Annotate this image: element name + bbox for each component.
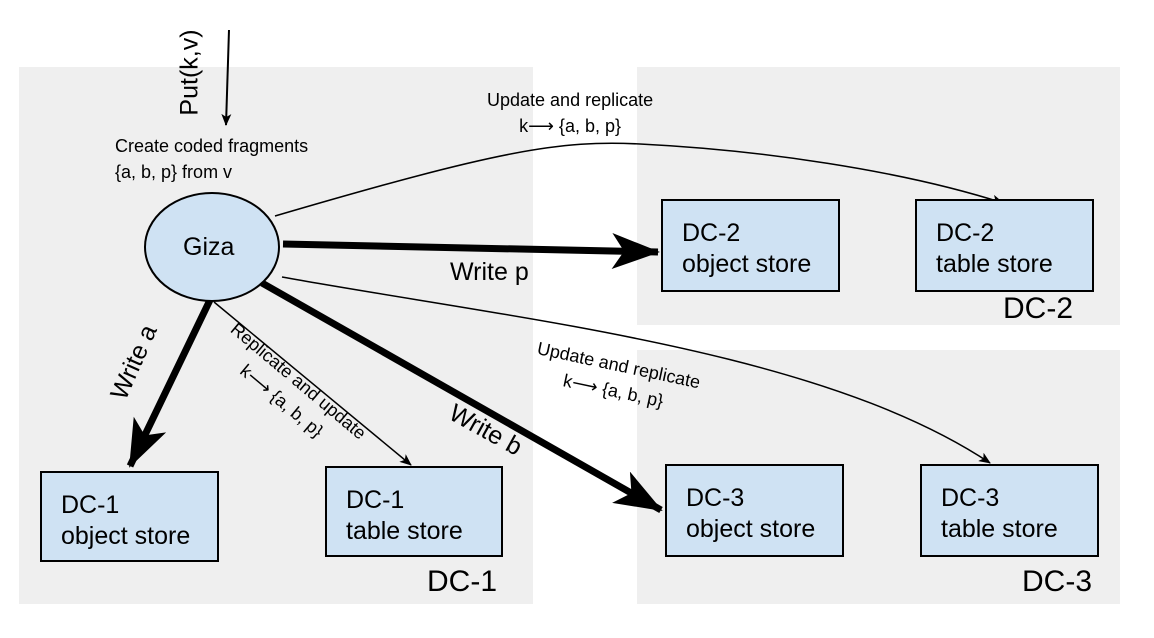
dc3-region-label: DC-3 [1022, 565, 1093, 598]
giza-node [144, 192, 280, 302]
update-replicate-dc3-arrow [281, 276, 991, 464]
dc3-object-store: DC-3 object store [665, 464, 844, 557]
create-fragments-line2: {a, b, p} from v [115, 162, 233, 182]
dc1-table-store-line2: table store [346, 517, 463, 545]
giza-label: Giza [183, 233, 235, 261]
dc1-object-store-line1: DC-1 [61, 491, 120, 519]
dc1-region-label: DC-1 [427, 565, 498, 598]
create-fragments-line1: Create coded fragments [115, 136, 309, 156]
update-replicate-dc2-line2: k⟶ {a, b, p} [519, 116, 621, 136]
write-p-label: Write p [450, 258, 529, 286]
dc3-object-store-line1: DC-3 [686, 484, 745, 512]
dc2-table-store-line1: DC-2 [936, 219, 995, 247]
put-arrow [221, 29, 232, 126]
dc2-region-label: DC-2 [1003, 292, 1074, 325]
update-replicate-dc2-line1: Update and replicate [487, 90, 654, 110]
dc2-object-store-line2: object store [682, 250, 812, 278]
write-b-arrow [260, 279, 663, 514]
dc1-table-store: DC-1 table store [325, 466, 503, 557]
dc1-object-store: DC-1 object store [40, 471, 219, 562]
dc2-table-store: DC-2 table store [915, 199, 1094, 292]
dc1-object-store-line2: object store [61, 522, 191, 550]
dc1-table-store-line1: DC-1 [346, 486, 405, 514]
dc3-table-store-line1: DC-3 [941, 484, 1000, 512]
create-fragments-label: Create coded fragments {a, b, p} from v [115, 133, 308, 185]
update-replicate-dc2-arrow [274, 142, 1004, 217]
dc2-object-store: DC-2 object store [661, 199, 840, 292]
replicate-update-arrow [213, 301, 412, 466]
write-a-arrow [126, 298, 214, 468]
dc3-object-store-line2: object store [686, 515, 816, 543]
update-replicate-dc2-label: Update and replicate k⟶ {a, b, p} [487, 87, 653, 139]
dc3-table-store-line2: table store [941, 515, 1058, 543]
write-p-arrow [282, 233, 660, 270]
dc2-table-store-line2: table store [936, 250, 1053, 278]
put-label: Put(k,v) [175, 29, 204, 116]
dc3-table-store: DC-3 table store [920, 464, 1099, 557]
dc2-object-store-line1: DC-2 [682, 219, 741, 247]
